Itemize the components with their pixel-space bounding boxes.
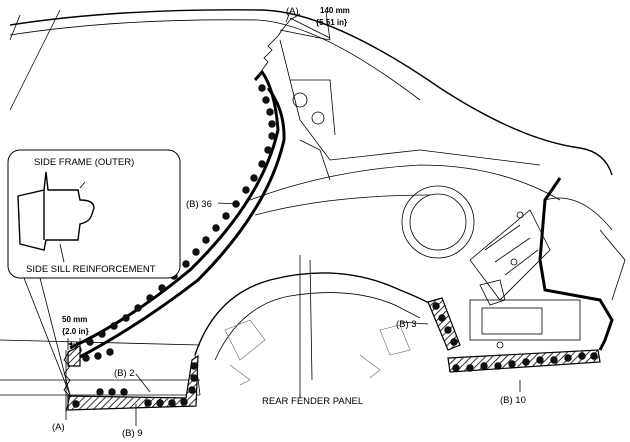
label-rear-fender: REAR FENDER PANEL [262,396,363,407]
label-b36: (B) 36 [186,199,212,210]
label-b10: (B) 10 [500,395,526,406]
seam-sill-upper [67,345,114,367]
seam-b9-b2 [67,354,199,411]
label-a-bottom: (A) [52,422,65,433]
label-side-frame: SIDE FRAME (OUTER) [34,157,134,168]
cut-line-top [261,11,331,71]
seam-b36 [69,69,286,360]
label-dim-top-mm: 140 mm [320,6,350,15]
dimension-50mm [67,338,81,350]
label-a-top: (A) [286,6,299,17]
label-b2: (B) 2 [114,368,135,379]
label-dim-left-mm: 50 mm [62,315,87,324]
label-b3: (B) 3 [396,319,417,330]
label-dim-top-in: {5.51 in} [316,18,347,27]
car-body-outline [0,9,626,398]
section-callout [7,149,181,396]
seam-b10 [447,349,601,373]
pillar-hole-2 [311,111,325,125]
leader-lines [59,181,521,426]
label-b9: (B) 9 [122,428,143,439]
seam-b3 [427,297,461,351]
rear-panel-cutout [469,299,581,341]
label-side-sill: SIDE SILL REINFORCEMENT [26,264,156,275]
fuel-door [401,185,475,259]
label-dim-left-in: {2.0 in} [62,327,89,336]
pillar-hole-1 [292,92,308,108]
